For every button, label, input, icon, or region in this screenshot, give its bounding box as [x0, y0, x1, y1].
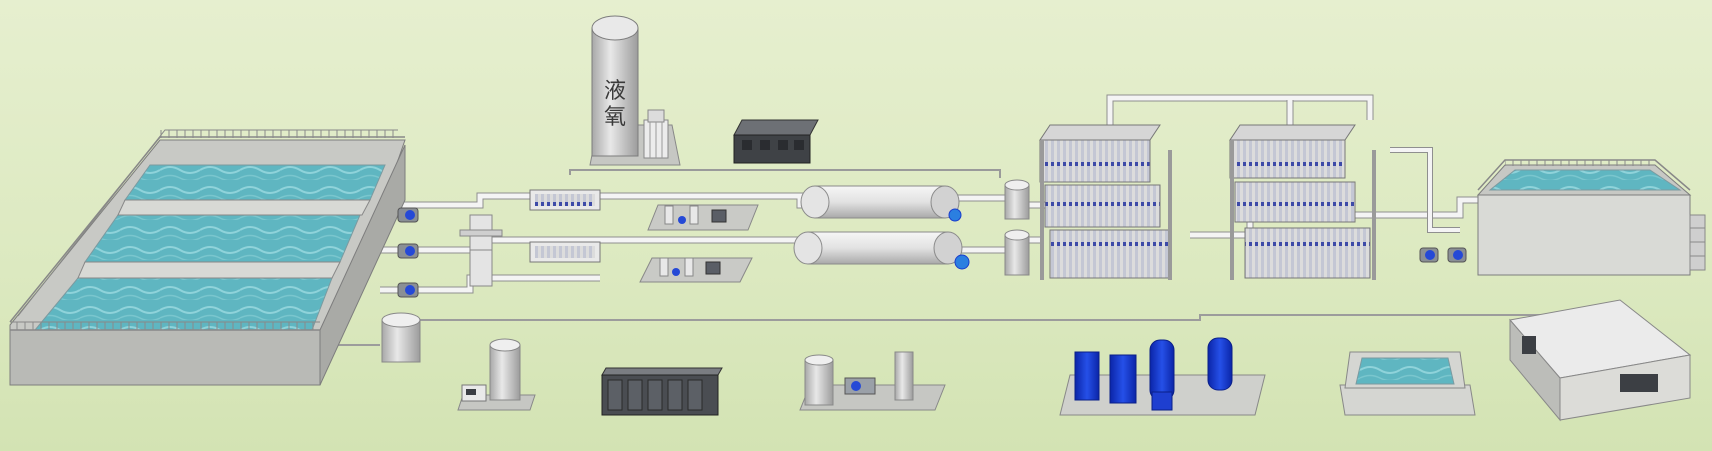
regulating-basin [9, 129, 406, 386]
membrane-rack-group-1 [1039, 124, 1172, 280]
pressure-vessel-icon [793, 231, 963, 265]
membrane-module-icon [1039, 124, 1161, 183]
pressure-vessel-lower [793, 231, 970, 270]
sump-pit [1339, 351, 1476, 416]
basin-cell-1 [124, 164, 386, 201]
tank-label-line-1: 液 [604, 79, 626, 104]
basin-icon [1488, 169, 1682, 191]
pump-icon [1447, 247, 1467, 263]
cartridge-filter-rack-2 [529, 241, 601, 263]
strainer-units [459, 214, 503, 287]
pressure-vessel-icon [800, 185, 960, 219]
pump-icon [397, 243, 419, 259]
buffer-tank-2 [1004, 229, 1030, 276]
tank-label-line-2: 氧 [604, 105, 626, 130]
liquid-oxygen-station: 液 氧 [589, 15, 681, 166]
clear-water-tank [1476, 159, 1706, 276]
dosing-skid-2 [639, 257, 753, 283]
membrane-rack-group-2 [1229, 124, 1376, 280]
pressure-vessel-upper [800, 185, 962, 222]
dosing-skid-1 [647, 204, 759, 231]
pump-icon [1419, 247, 1439, 263]
basin-feed-pumps [397, 207, 419, 298]
main-pipe-network [300, 94, 1600, 346]
basin-cell-2 [84, 214, 361, 263]
liquid-oxygen-tank-icon [591, 15, 639, 157]
cartridge-filter-rack-1 [529, 189, 601, 211]
chemical-dosing-unit [457, 338, 536, 411]
power-distribution-cabinets [601, 367, 723, 416]
raw-water-buffer-tank [381, 312, 421, 363]
pump-icon [397, 282, 419, 298]
pump-house-icon [1509, 299, 1692, 422]
cleaning-skid [799, 351, 946, 411]
product-pumps [1419, 247, 1467, 263]
control-cabinet-icon [733, 119, 819, 164]
pump-icon [397, 207, 419, 223]
blue-dosing-station [1059, 337, 1266, 416]
buffer-tank-1 [1004, 179, 1030, 220]
